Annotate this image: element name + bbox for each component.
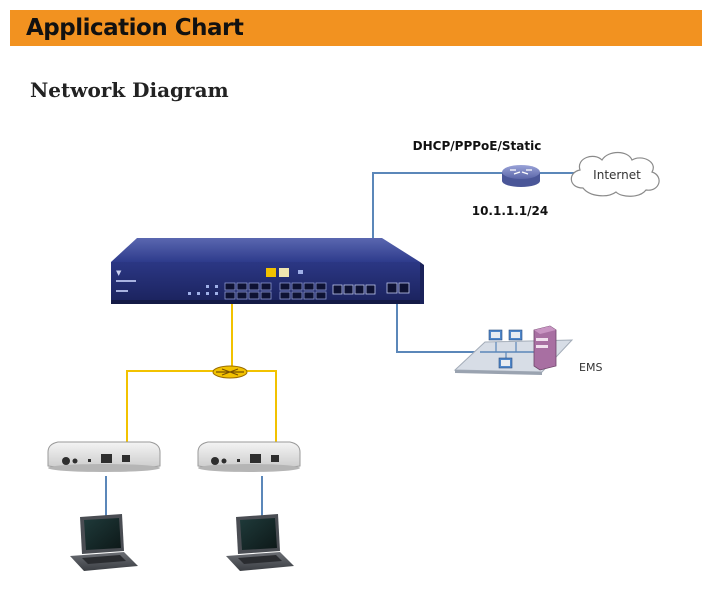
ont-device-left-icon	[47, 441, 161, 472]
wan-ip-label: 10.1.1.1/24	[472, 204, 549, 218]
header-bar: Application Chart	[10, 10, 702, 46]
splitter-icon	[212, 365, 248, 379]
internet-label: Internet	[593, 168, 641, 182]
laptop-right-icon	[226, 514, 294, 571]
connection-lines	[105, 172, 578, 520]
router-icon	[502, 165, 540, 187]
fiber-branch-left	[126, 370, 232, 455]
wan-mode-label: DHCP/PPPoE/Static	[413, 139, 542, 153]
svg-text:▼: ▼	[116, 269, 122, 277]
olt-device-icon: ▼	[111, 238, 424, 304]
ems-network-icon	[453, 325, 574, 375]
laptop-left-icon	[70, 514, 138, 571]
ems-label: EMS	[579, 361, 602, 374]
section-title: Network Diagram	[30, 78, 229, 102]
internet-cloud-icon	[570, 151, 660, 197]
header-title: Application Chart	[26, 15, 244, 41]
ems-line	[396, 290, 480, 353]
ont-device-right-icon	[197, 441, 301, 472]
